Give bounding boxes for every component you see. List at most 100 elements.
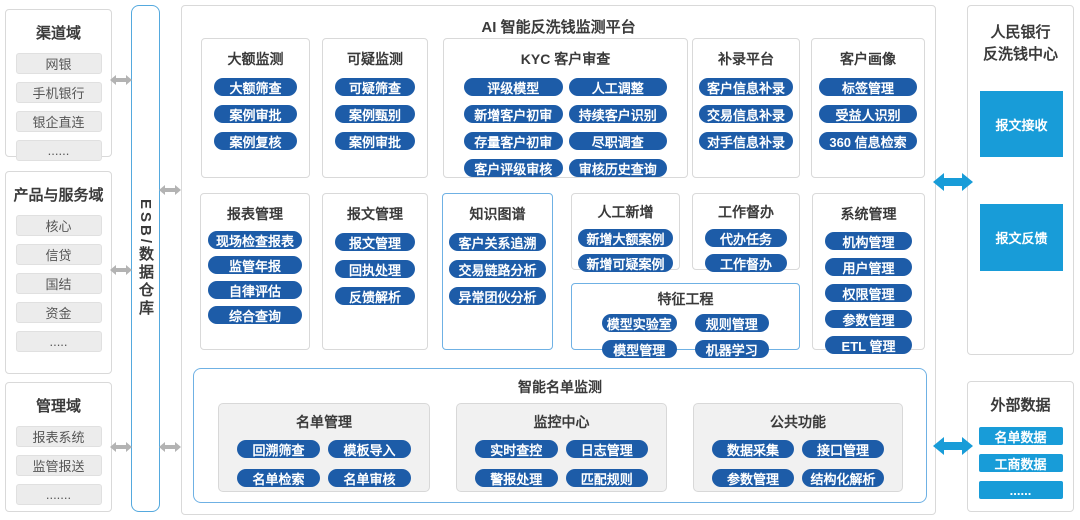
double-arrow-icon: [159, 185, 181, 195]
module-item-button[interactable]: 现场检查报表: [208, 231, 302, 249]
module-item-button[interactable]: 尽职调查: [568, 132, 667, 150]
double-arrow-icon: [933, 437, 973, 455]
module-box-message-management: 报文管理 报文管理回执处理反馈解析: [322, 193, 428, 350]
module-item-button[interactable]: 大额筛查: [214, 78, 297, 96]
module-item-button[interactable]: 案例审批: [335, 132, 415, 150]
module-items: 可疑筛查案例甄别案例审批: [335, 78, 415, 150]
module-box-supplement-platform: 补录平台 客户信息补录交易信息补录对手信息补录: [692, 38, 800, 178]
module-title: 报表管理: [227, 206, 283, 222]
module-item-button[interactable]: 机器学习: [694, 340, 769, 358]
domain-items: 报表系统监管报送.......: [6, 426, 111, 505]
module-item-button[interactable]: 自律评估: [208, 281, 302, 299]
domain-title: 产品与服务域: [13, 187, 104, 204]
module-item-button[interactable]: 回执处理: [335, 260, 415, 278]
module-item-button[interactable]: 新增可疑案例: [578, 254, 673, 272]
module-item-button[interactable]: 机构管理: [825, 232, 912, 250]
domain-box-channel: 渠道域 网银手机银行银企直连......: [5, 9, 112, 161]
domain-box-product-service: 产品与服务域 核心信贷国结资金.....: [5, 171, 112, 374]
module-items: 评级模型人工调整新增客户初审持续客户识别存量客户初审尽职调查客户评级审核审核历史…: [464, 78, 667, 177]
module-title: 报文管理: [347, 206, 403, 222]
domain-title: 管理域: [35, 398, 81, 415]
module-box-manual-add: 人工新增 新增大额案例新增可疑案例: [571, 193, 680, 272]
module-item-button[interactable]: 综合查询: [208, 306, 302, 324]
module-items: 标签管理受益人识别 360 信息检索: [819, 78, 917, 150]
group-box-monitoring-center: 监控中心 实时查控日志管理警报处理匹配规则: [456, 403, 667, 492]
source-system-label: 监管报送: [15, 455, 102, 476]
module-item-button[interactable]: 持续客户识别: [568, 105, 667, 123]
esb-data-warehouse-bar: ESB/数据仓库: [131, 5, 160, 512]
module-title: 工作督办: [718, 204, 774, 220]
pboc-aml-center-box: 人民银行 反洗钱中心: [967, 5, 1074, 355]
double-arrow-icon: [110, 265, 132, 275]
module-item-button[interactable]: ETL 管理: [825, 336, 912, 354]
module-title: KYC 客户审查: [520, 51, 611, 67]
module-item-button[interactable]: 规则管理: [694, 314, 769, 332]
module-item-button[interactable]: 警报处理: [475, 469, 558, 487]
external-data-chip[interactable]: ......: [978, 481, 1063, 499]
external-data-title: 外部数据: [990, 397, 1051, 414]
module-item-button[interactable]: 接口管理: [802, 440, 884, 458]
module-item-button[interactable]: 对手信息补录: [699, 132, 793, 150]
module-items: 客户信息补录交易信息补录对手信息补录: [699, 78, 793, 150]
module-item-button[interactable]: 新增大额案例: [578, 229, 673, 247]
module-title: 系统管理: [840, 206, 897, 222]
module-item-button[interactable]: 人工调整: [568, 78, 667, 96]
external-data-chip[interactable]: 名单数据: [978, 427, 1063, 445]
module-item-button[interactable]: 案例复核: [214, 132, 297, 150]
module-items: 现场检查报表监管年报自律评估综合查询: [208, 231, 302, 324]
module-item-button[interactable]: 异常团伙分析: [449, 287, 546, 305]
external-data-chip[interactable]: 工商数据: [978, 454, 1063, 472]
message-feedback-block[interactable]: 报文反馈: [980, 204, 1063, 271]
double-arrow-icon: [110, 442, 132, 452]
double-arrow-icon: [933, 173, 973, 191]
source-system-label: .....: [15, 331, 102, 352]
module-item-button[interactable]: 名单检索: [237, 469, 320, 487]
module-item-button[interactable]: 受益人识别: [819, 105, 917, 123]
module-item-button[interactable]: 反馈解析: [335, 287, 415, 305]
module-item-button[interactable]: 实时查控: [475, 440, 558, 458]
module-item-button[interactable]: 参数管理: [825, 310, 912, 328]
module-item-button[interactable]: 360 信息检索: [819, 132, 917, 150]
module-title: 特征工程: [657, 291, 714, 307]
source-system-label: 信贷: [15, 244, 102, 265]
module-item-button[interactable]: 交易信息补录: [699, 105, 793, 123]
module-item-button[interactable]: 结构化解析: [802, 469, 884, 487]
module-item-button[interactable]: 审核历史查询: [568, 159, 667, 177]
module-item-button[interactable]: 工作督办: [705, 254, 787, 272]
module-item-button[interactable]: 模型管理: [602, 340, 677, 358]
module-item-button[interactable]: 报文管理: [335, 233, 415, 251]
module-item-button[interactable]: 日志管理: [565, 440, 648, 458]
message-receive-block[interactable]: 报文接收: [980, 91, 1063, 157]
module-item-button[interactable]: 权限管理: [825, 284, 912, 302]
module-box-report-management: 报表管理 现场检查报表监管年报自律评估综合查询: [200, 193, 310, 350]
module-item-button[interactable]: 评级模型: [464, 78, 563, 96]
module-item-button[interactable]: 交易链路分析: [449, 260, 546, 278]
module-item-button[interactable]: 可疑筛查: [335, 78, 415, 96]
module-item-button[interactable]: 模型实验室: [602, 314, 677, 332]
platform-title: AI 智能反洗钱监测平台: [481, 19, 636, 36]
module-item-button[interactable]: 用户管理: [825, 258, 912, 276]
double-arrow-icon: [110, 74, 132, 86]
module-box-knowledge-graph: 知识图谱 客户关系追溯交易链路分析异常团伙分析: [442, 193, 553, 350]
module-item-button[interactable]: 模板导入: [328, 440, 411, 458]
module-item-button[interactable]: 客户关系追溯: [449, 233, 546, 251]
module-item-button[interactable]: 代办任务: [705, 229, 787, 247]
module-item-button[interactable]: 案例甄别: [335, 105, 415, 123]
module-item-button[interactable]: 案例审批: [214, 105, 297, 123]
module-item-button[interactable]: 存量客户初审: [464, 132, 563, 150]
module-item-button[interactable]: 匹配规则: [565, 469, 648, 487]
double-arrow-icon: [159, 442, 181, 452]
module-items: 客户关系追溯交易链路分析异常团伙分析: [449, 233, 546, 305]
module-item-button[interactable]: 客户评级审核: [464, 159, 563, 177]
module-item-button[interactable]: 客户信息补录: [699, 78, 793, 96]
module-box-work-supervision: 工作督办 代办任务工作督办: [692, 193, 800, 272]
domain-items: 网银手机银行银企直连......: [6, 53, 111, 161]
module-item-button[interactable]: 新增客户初审: [464, 105, 563, 123]
module-item-button[interactable]: 名单审核: [328, 469, 411, 487]
group-items: 回溯筛查模板导入名单检索名单审核: [237, 440, 411, 487]
module-item-button[interactable]: 标签管理: [819, 78, 917, 96]
module-item-button[interactable]: 数据采集: [712, 440, 794, 458]
module-item-button[interactable]: 参数管理: [712, 469, 794, 487]
module-item-button[interactable]: 回溯筛查: [237, 440, 320, 458]
module-item-button[interactable]: 监管年报: [208, 256, 302, 274]
